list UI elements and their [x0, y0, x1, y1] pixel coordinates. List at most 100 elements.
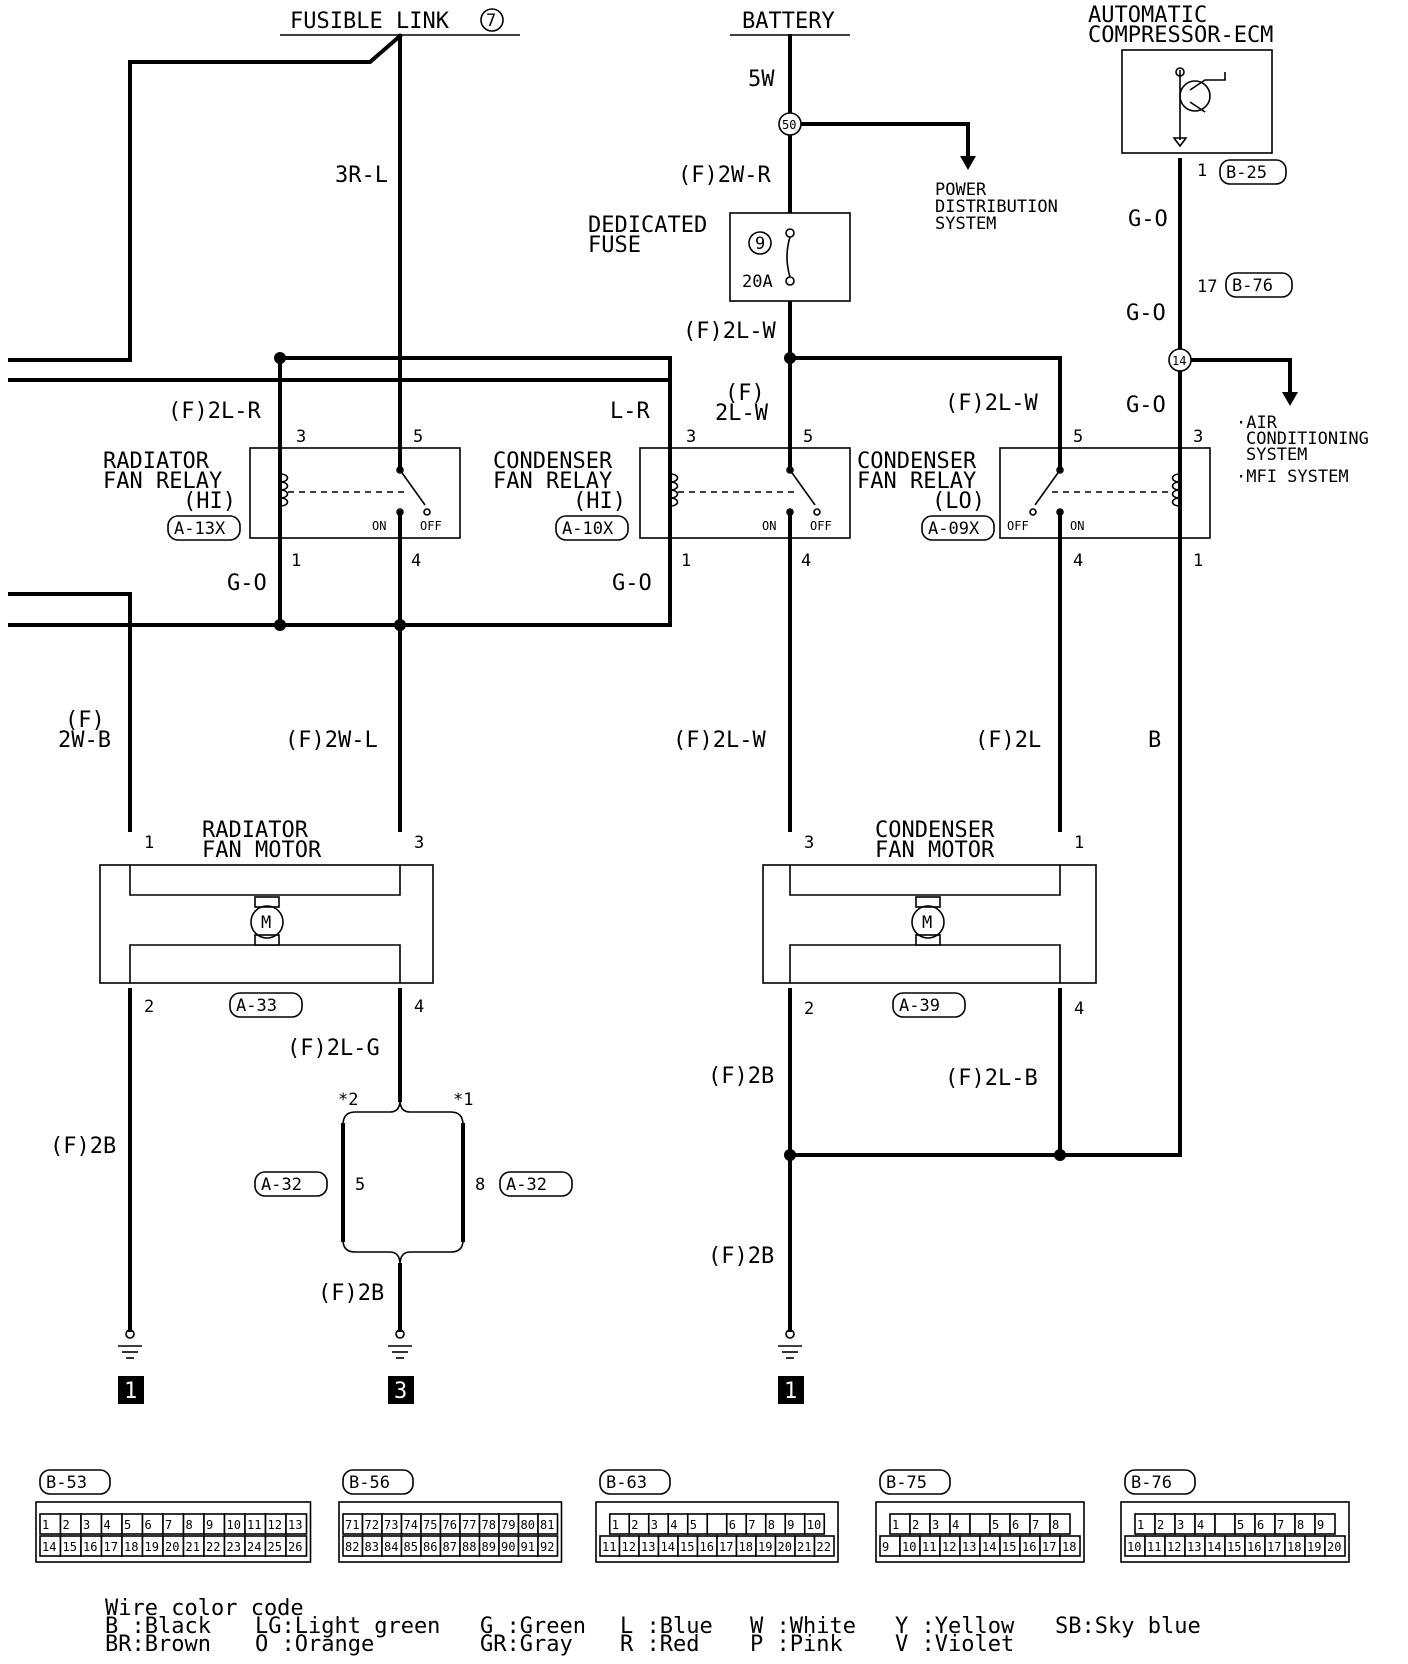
svg-text:(HI): (HI)	[573, 489, 626, 514]
pin-number: 4	[104, 1518, 111, 1532]
pin-number: 10	[902, 1540, 916, 1554]
battery-header: BATTERY	[730, 9, 850, 36]
svg-text:OFF: OFF	[420, 519, 442, 533]
junction-dots	[274, 352, 1066, 1161]
condenser-fan-relay-hi: CONDENSER FAN RELAY (HI) A-10X 3 5 1 4 O…	[493, 427, 851, 571]
pin-number: 5	[690, 1518, 697, 1532]
wires	[8, 33, 1298, 1332]
ac-system-label: ·AIR CONDITIONING SYSTEM ·MFI SYSTEM	[1236, 413, 1369, 487]
svg-text:4: 4	[801, 551, 811, 571]
fusible-link-header: FUSIBLE LINK 7	[280, 8, 520, 36]
color-code-item: SB:Sky blue	[1055, 1614, 1201, 1639]
pin-number: 6	[1257, 1518, 1264, 1532]
svg-text:FAN RELAY: FAN RELAY	[103, 469, 222, 494]
svg-text:3: 3	[414, 833, 424, 853]
junction-50: 50	[778, 112, 802, 136]
pin-number: 85	[404, 1540, 418, 1554]
pin-number: 8	[1297, 1518, 1304, 1532]
pin-number: 8	[1052, 1518, 1059, 1532]
pin-number: 78	[482, 1518, 496, 1532]
connector-a13x: A-13X	[174, 519, 226, 539]
pin-number: 15	[63, 1540, 77, 1554]
pin-number: 75	[423, 1518, 437, 1532]
pin-number: 8	[768, 1518, 775, 1532]
svg-text:1: 1	[1074, 833, 1084, 853]
wire-go-cond: G-O	[612, 571, 652, 596]
svg-text:CONDENSER: CONDENSER	[875, 818, 995, 843]
svg-text:ON: ON	[372, 519, 386, 533]
wire-b: B	[1148, 728, 1161, 753]
color-code-item: R :Red	[620, 1632, 699, 1657]
pin-number: 9	[1317, 1518, 1324, 1532]
pin-number: 15	[680, 1540, 694, 1554]
pin-number: 25	[268, 1540, 282, 1554]
fuse-label-2: FUSE	[588, 233, 641, 258]
pin-number: 15	[1002, 1540, 1016, 1554]
wire-go-3: G-O	[1126, 393, 1166, 418]
pin-number: 4	[1197, 1518, 1204, 1532]
pin-number: 76	[443, 1518, 457, 1532]
pin-number: 18	[1287, 1540, 1301, 1554]
pin-number: 2	[63, 1518, 70, 1532]
pin-number: 4	[952, 1518, 959, 1532]
pin-number: 90	[501, 1540, 515, 1554]
wire-f2l: (F)2L	[975, 728, 1041, 753]
pin-number: 3	[83, 1518, 90, 1532]
pin-number: 2	[1157, 1518, 1164, 1532]
color-code-item: L :Blue	[620, 1614, 713, 1639]
power-distribution-label: POWER DISTRIBUTION SYSTEM	[935, 180, 1058, 234]
pin-number: 1	[1137, 1518, 1144, 1532]
svg-text:1: 1	[1193, 551, 1203, 571]
pin-number: 12	[1167, 1540, 1181, 1554]
pin-number: 18	[739, 1540, 753, 1554]
svg-text:CONDENSER: CONDENSER	[857, 449, 977, 474]
radiator-fan-motor: RADIATOR FAN MOTOR M 1 3 2 4 A-33	[99, 818, 434, 1018]
color-code-item: B :Black	[105, 1614, 211, 1639]
connector-a09x: A-09X	[928, 519, 980, 539]
connector-a32-right: A-32	[506, 1175, 547, 1195]
svg-text:ON: ON	[762, 519, 776, 533]
svg-text:·AIR: ·AIR	[1236, 413, 1278, 433]
svg-text:ON: ON	[1070, 519, 1084, 533]
condenser-fan-relay-lo: CONDENSER FAN RELAY (LO) A-09X 5 3 4 1 O…	[857, 427, 1211, 571]
wire-f-top: (F)	[725, 381, 765, 406]
wire-f2lr: (F)2L-R	[168, 399, 261, 424]
connector-face-label: B-75	[886, 1473, 927, 1493]
color-code-item: G :Green	[480, 1614, 586, 1639]
svg-text:SYSTEM: SYSTEM	[935, 214, 996, 234]
connector-a10x: A-10X	[562, 519, 614, 539]
svg-text:5: 5	[413, 427, 423, 447]
connector-face-label: B-56	[349, 1473, 390, 1493]
pin-number: 14	[42, 1540, 56, 1554]
svg-text:1: 1	[124, 1379, 137, 1404]
radiator-fan-relay-hi: RADIATOR FAN RELAY (HI) A-13X 3 5 1 4 ON…	[103, 427, 461, 571]
svg-text:*1: *1	[453, 1090, 473, 1110]
ecm-label-2: COMPRESSOR-ECM	[1088, 23, 1273, 48]
pin-number: 2	[631, 1518, 638, 1532]
svg-text:RADIATOR: RADIATOR	[202, 818, 309, 843]
svg-text:3: 3	[804, 833, 814, 853]
pin-number: 5	[124, 1518, 131, 1532]
pin-number: 13	[962, 1540, 976, 1554]
pin-number: 6	[1012, 1518, 1019, 1532]
wire-labels: 5W 3R-L (F)2W-R (F)2L-W G-O G-O G-O 17 B…	[50, 67, 1293, 1306]
pin-number: 73	[384, 1518, 398, 1532]
svg-text:SYSTEM: SYSTEM	[1246, 445, 1307, 465]
pin-number: 3	[1177, 1518, 1184, 1532]
wire-f2b-cond2: (F)2B	[708, 1244, 774, 1269]
color-code-title: Wire color code	[105, 1596, 304, 1621]
color-code-item: LG:Light green	[255, 1614, 440, 1639]
pin-number: 21	[186, 1540, 200, 1554]
color-code-item: O :Orange	[255, 1632, 374, 1657]
pin-number: 74	[404, 1518, 418, 1532]
svg-text:CONDITIONING: CONDITIONING	[1246, 429, 1369, 449]
pin-number: 6	[145, 1518, 152, 1532]
pin-number: 91	[521, 1540, 535, 1554]
svg-text:5: 5	[803, 427, 813, 447]
pin-number: 16	[700, 1540, 714, 1554]
pin-number: 2	[912, 1518, 919, 1532]
pin-number: 88	[462, 1540, 476, 1554]
svg-text:·MFI SYSTEM: ·MFI SYSTEM	[1236, 467, 1349, 487]
pin-number: 20	[1327, 1540, 1341, 1554]
